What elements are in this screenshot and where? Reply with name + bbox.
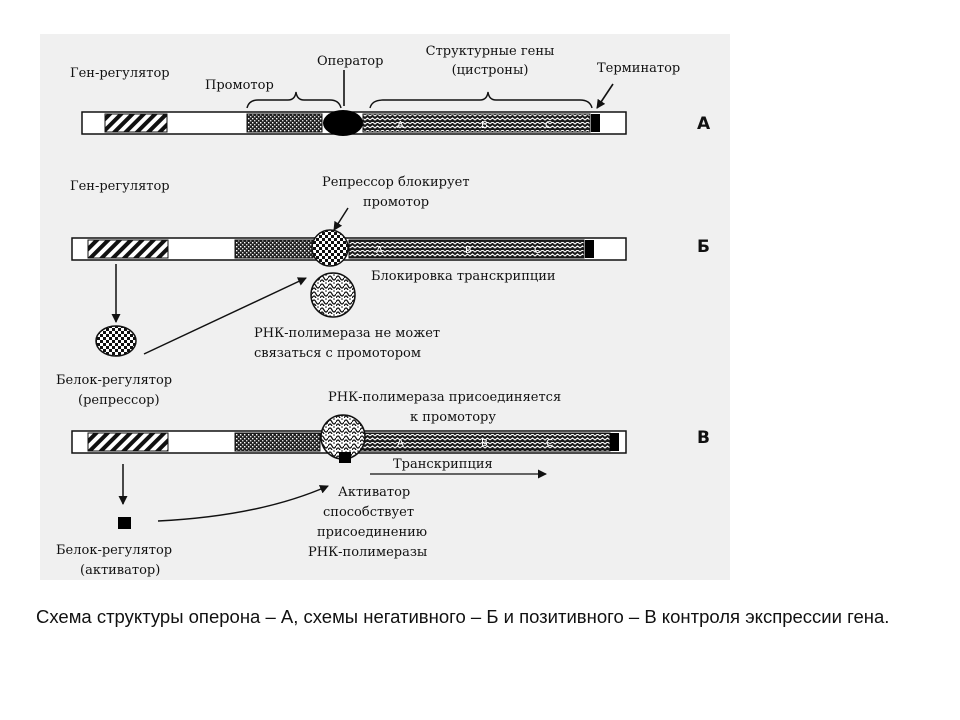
promoter-block [246,113,323,133]
gene-c-label-b: C [534,245,541,256]
gene-b-label: B [481,120,488,131]
panel-a-letter: А [697,114,711,134]
transcription-blocked-label: Блокировка транскрипции [371,269,556,284]
panel-a: Ген-регулятор Промотор Оператор Структур… [70,44,711,136]
regulator-gene-block-c [87,432,169,452]
rna-pol-joins-label: РНК-полимераза присоединяется [328,390,561,405]
repressor-pointer-arrow [333,207,349,231]
promoter-block-c [234,432,321,452]
gene-c-label: C [545,120,552,131]
terminator-label: Терминатор [597,61,680,76]
gene-a-label: A [397,120,404,131]
promoter-label: Промотор [205,78,274,93]
structural-genes-block [362,113,591,133]
terminator-block [591,114,600,132]
structural-genes-brace [369,91,593,109]
activator-on-dna [339,452,351,463]
panel-b: Ген-регулятор Репрессор блокирует промот… [56,175,710,408]
operon-diagram: Ген-регулятор Промотор Оператор Структур… [40,34,730,580]
panel-b-letter: Б [697,237,710,257]
panel-c-letter: В [697,428,710,448]
terminator-block-c [610,433,619,451]
regulator-gene-block-b [87,239,169,259]
attachment-label: присоединению [317,525,427,540]
repressor-blocks-label: Репрессор блокирует [322,175,470,190]
promoter-brace [246,91,342,109]
structural-genes-block-b [348,239,585,259]
activator-label: Активатор [338,485,410,500]
gene-a-label-b: A [376,245,383,256]
repressor-protein [95,325,137,357]
gene-b-label-c: B [481,438,488,449]
figure-caption: Схема структуры оперона – А, схемы негат… [36,606,890,627]
rna-pol-genitive-label: РНК-полимеразы [308,545,427,560]
rna-polymerase-free [310,272,356,318]
terminator-block-b [585,240,594,258]
gene-b-label-b: B [465,245,472,256]
regulator-protein-label-b: Белок-регулятор [56,373,172,388]
gene-a-label-c: A [397,438,404,449]
cistrons-label: (цистроны) [452,63,529,78]
promoter-block-b [234,239,314,259]
gene-c-label-c: C [546,438,553,449]
operator-label: Оператор [317,54,383,69]
rna-pol-cannot-label: РНК-полимераза не может [254,326,440,341]
transcription-label: Транскрипция [393,457,493,472]
structural-genes-label: Структурные гены [426,44,555,59]
bind-promoter-label: связаться с промотором [254,346,421,361]
promoter-word-label: промотор [363,195,429,210]
activator-protein [118,517,131,529]
promotes-label: способствует [323,505,414,520]
activator-to-polymerase-arrow [157,485,329,522]
regulator-gene-label: Ген-регулятор [70,66,170,81]
regulator-gene-label-b: Ген-регулятор [70,179,170,194]
panel-c: РНК-полимераза присоединяется к промотор… [56,390,710,578]
regulator-protein-label-c: Белок-регулятор [56,543,172,558]
repressor-paren-label: (репрессор) [78,393,160,408]
repressor-to-operator-arrow [143,277,307,355]
operator-block [323,110,363,136]
repressor-on-operator [311,229,349,267]
activator-paren-label: (активатор) [80,563,160,578]
to-promoter-label: к промотору [410,410,496,425]
terminator-arrow [596,83,614,109]
regulator-gene-block [104,113,168,133]
